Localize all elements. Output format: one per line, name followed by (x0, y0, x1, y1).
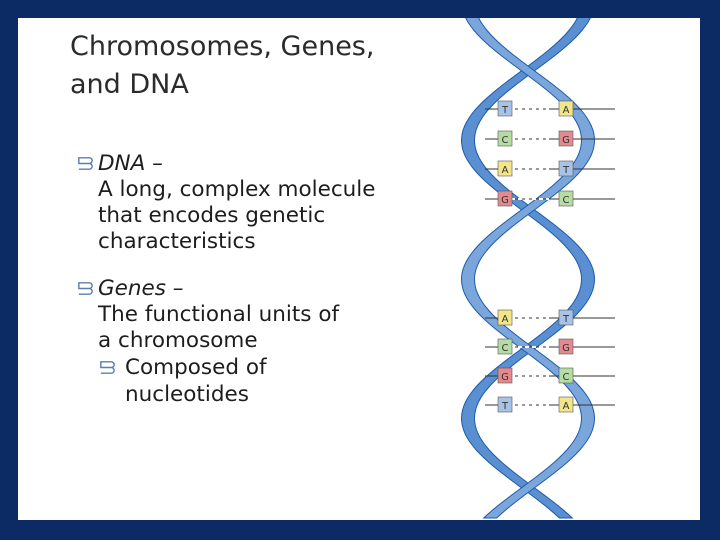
nucleotide-label: T (562, 314, 570, 325)
title-line-1: Chromosomes, Genes, (70, 31, 375, 62)
nucleotide-label: A (502, 165, 509, 176)
dna-strand-back (460, 18, 596, 519)
nucleotide-box (558, 367, 574, 384)
nucleotide-box (558, 130, 574, 147)
helix-strands (460, 18, 596, 519)
nucleotide-label: G (501, 195, 509, 206)
bullet-item-genes: Genes – The functional units of a chromo… (76, 275, 376, 408)
nucleotide-label: T (501, 105, 509, 116)
nucleotide-label: G (501, 372, 509, 383)
scroll-bullet-icon (78, 157, 93, 170)
bullet-term: DNA – (98, 151, 163, 176)
nucleotide-label: A (563, 401, 570, 412)
base-pairs: T A C G A T G C A T C G G C T A (485, 100, 615, 413)
nucleotide-box (497, 309, 513, 326)
nucleotide-label: C (563, 195, 570, 206)
nucleotide-box (558, 190, 574, 207)
nucleotide-label: C (563, 372, 570, 383)
nucleotide-box (497, 367, 513, 384)
bullet-item-dna: DNA – A long, complex molecule that enco… (76, 150, 376, 255)
bullet-description: A long, complex molecule that encodes ge… (98, 177, 376, 254)
bullet-term: Genes – (98, 276, 184, 301)
nucleotide-label: G (562, 135, 570, 146)
nucleotide-box (497, 338, 513, 355)
page-title: Chromosomes, Genes, and DNA (70, 28, 374, 104)
nucleotide-box (497, 160, 513, 177)
nucleotide-box (497, 100, 513, 117)
bullet-list: DNA – A long, complex molecule that enco… (76, 150, 376, 408)
dna-double-helix-diagram: T A C G A T G C A T C G G C T A (460, 18, 615, 519)
nucleotide-box (558, 160, 574, 177)
nucleotide-box (497, 190, 513, 207)
nucleotide-label: C (502, 343, 509, 354)
sub-bullet-item: Composed of nucleotides (98, 354, 278, 408)
nucleotide-box (558, 100, 574, 117)
nucleotide-box (497, 396, 513, 413)
nucleotide-box (558, 338, 574, 355)
nucleotide-label: A (502, 314, 509, 325)
nucleotide-label: A (563, 105, 570, 116)
nucleotide-box (497, 130, 513, 147)
nucleotide-box (558, 309, 574, 326)
nucleotide-label: T (501, 401, 509, 412)
bullet-description: The functional units of a chromosome (98, 302, 340, 353)
nucleotide-label: C (502, 135, 509, 146)
nucleotide-label: G (562, 343, 570, 354)
sub-bullet-text: Composed of nucleotides (125, 355, 267, 407)
scroll-bullet-icon (78, 282, 93, 295)
scroll-bullet-icon (100, 361, 115, 374)
nucleotide-box (558, 396, 574, 413)
nucleotide-label: T (562, 165, 570, 176)
dna-strand-front (460, 18, 596, 519)
title-line-2: and DNA (70, 69, 189, 100)
